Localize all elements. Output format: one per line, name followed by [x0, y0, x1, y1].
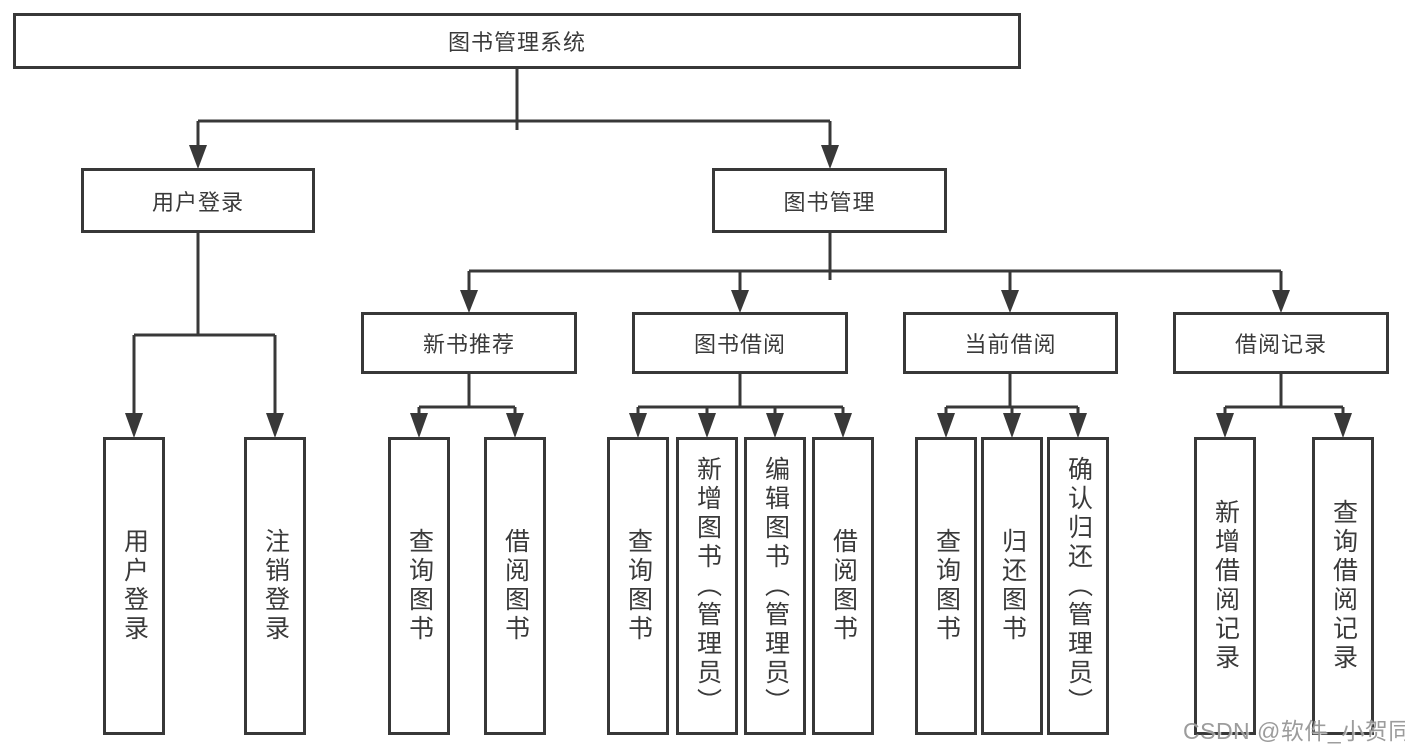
watermark: CSDN @软件_小贺同学 — [1183, 718, 1405, 744]
leaf-bb-borrow-books-label: 借阅图书 — [829, 528, 858, 644]
arrowhead-icon — [1272, 290, 1290, 313]
leaf-cb-confirm-return: 确认归还（管理员） — [1047, 437, 1109, 735]
arrowhead-icon — [766, 413, 784, 438]
arrowhead-icon — [506, 413, 524, 438]
node-root: 图书管理系统 — [13, 13, 1021, 69]
leaf-bb-edit-books: 编辑图书（管理员） — [744, 437, 806, 735]
arrowhead-icon — [1069, 413, 1087, 438]
node-user-login: 用户登录 — [81, 168, 315, 233]
leaf-br-add-record-label: 新增借阅记录 — [1211, 499, 1240, 673]
arrowhead-icon — [1001, 290, 1019, 313]
arrowhead-icon — [410, 413, 428, 438]
leaf-rec-borrow-books: 借阅图书 — [484, 437, 546, 735]
leaf-cb-return-books-label: 归还图书 — [998, 528, 1027, 644]
leaf-br-add-record: 新增借阅记录 — [1194, 437, 1256, 735]
arrowhead-icon — [821, 145, 839, 169]
leaf-bb-add-books: 新增图书（管理员） — [676, 437, 738, 735]
leaf-cb-return-books: 归还图书 — [981, 437, 1043, 735]
arrowhead-icon — [460, 290, 478, 313]
node-current-borrowing-label: 当前借阅 — [964, 332, 1057, 357]
leaf-br-query-record: 查询借阅记录 — [1312, 437, 1374, 735]
arrowhead-icon — [731, 290, 749, 313]
leaf-bb-edit-books-label: 编辑图书（管理员） — [761, 455, 790, 717]
leaf-br-query-record-label: 查询借阅记录 — [1329, 499, 1358, 673]
arrowhead-icon — [189, 145, 207, 169]
arrowhead-icon — [937, 413, 955, 438]
leaf-rec-query-books-label: 查询图书 — [405, 528, 434, 644]
leaf-cb-query-books: 查询图书 — [915, 437, 977, 735]
leaf-logout: 注销登录 — [244, 437, 306, 735]
arrowhead-icon — [834, 413, 852, 438]
node-book-borrowing: 图书借阅 — [632, 312, 848, 374]
node-root-label: 图书管理系统 — [447, 30, 586, 55]
arrowhead-icon — [266, 413, 284, 438]
node-new-book-recommend-label: 新书推荐 — [422, 332, 515, 357]
arrowhead-icon — [698, 413, 716, 438]
leaf-bb-add-books-label: 新增图书（管理员） — [693, 455, 722, 717]
leaf-bb-query-books-label: 查询图书 — [624, 528, 653, 644]
arrowhead-icon — [125, 413, 143, 438]
leaf-cb-confirm-return-label: 确认归还（管理员） — [1064, 455, 1093, 717]
leaf-bb-borrow-books: 借阅图书 — [812, 437, 874, 735]
node-book-management-label: 图书管理 — [783, 189, 876, 215]
leaf-user-login: 用户登录 — [103, 437, 165, 735]
arrowhead-icon — [1003, 413, 1021, 438]
arrowhead-icon — [629, 413, 647, 438]
leaf-cb-query-books-label: 查询图书 — [932, 528, 961, 644]
arrowhead-icon — [1334, 413, 1352, 438]
leaf-bb-query-books: 查询图书 — [607, 437, 669, 735]
arrowhead-icon — [1216, 413, 1234, 438]
leaf-user-login-label: 用户登录 — [120, 528, 149, 644]
node-borrowing-records-label: 借阅记录 — [1234, 332, 1327, 357]
node-borrowing-records: 借阅记录 — [1173, 312, 1389, 374]
node-user-login-label: 用户登录 — [151, 189, 244, 215]
node-current-borrowing: 当前借阅 — [903, 312, 1118, 374]
leaf-rec-query-books: 查询图书 — [388, 437, 450, 735]
leaf-logout-label: 注销登录 — [261, 528, 290, 644]
node-book-management: 图书管理 — [712, 168, 947, 233]
leaf-rec-borrow-books-label: 借阅图书 — [501, 528, 530, 644]
node-new-book-recommend: 新书推荐 — [361, 312, 577, 374]
node-book-borrowing-label: 图书借阅 — [693, 332, 786, 357]
